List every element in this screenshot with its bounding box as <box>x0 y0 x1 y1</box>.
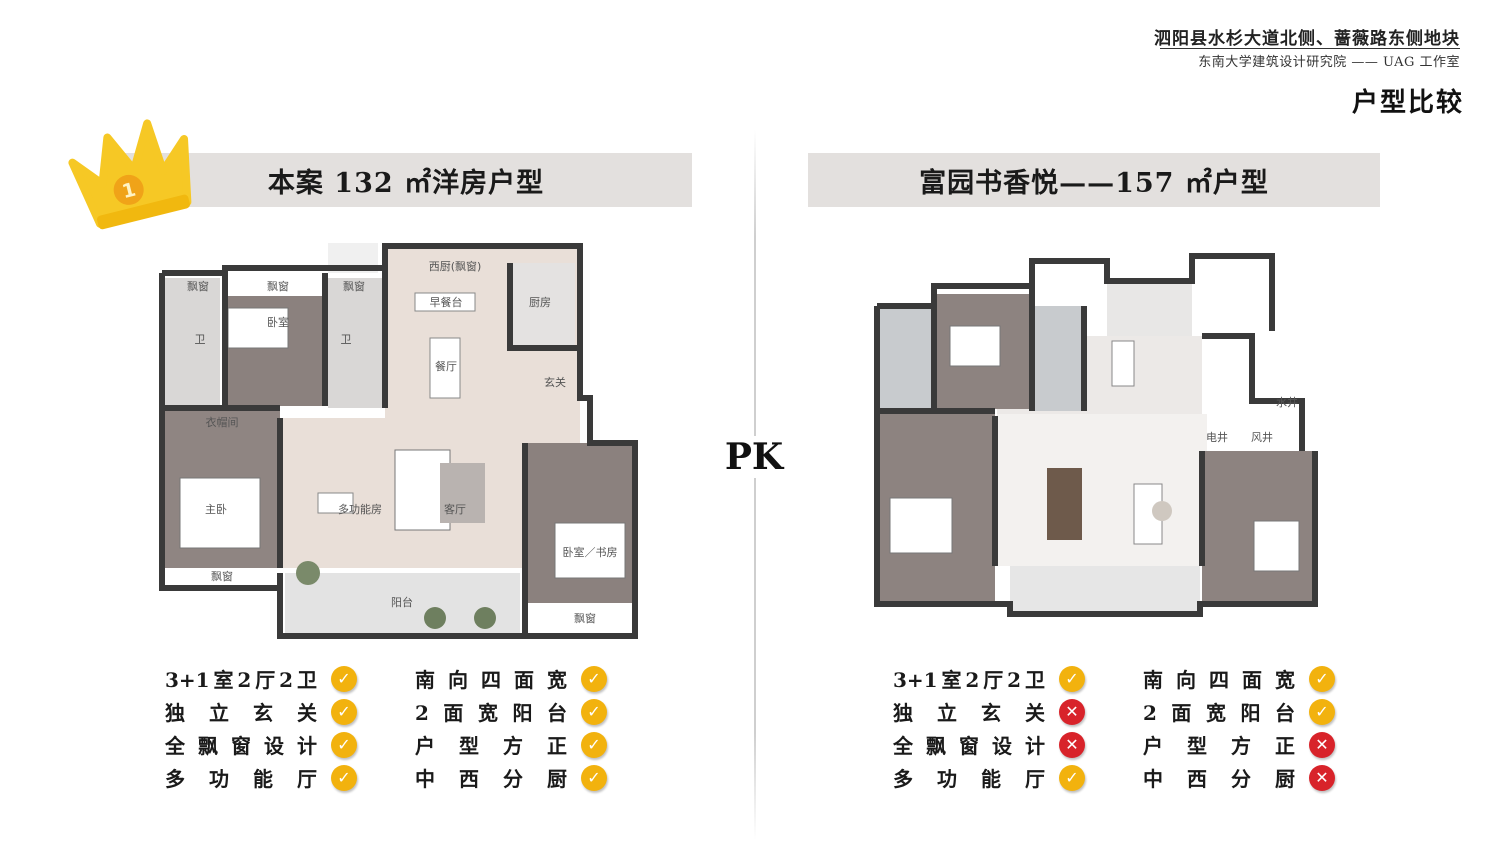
cross-icon: ✕ <box>1059 698 1085 725</box>
check-icon: ✓ <box>581 764 607 791</box>
left-label-bath-2: 卫 <box>341 333 352 346</box>
left-plan-title: 本案 132 ㎡洋房户型 <box>267 167 545 199</box>
check-icon: ✓ <box>1309 698 1335 725</box>
feature-text: 多功能厅 <box>165 767 317 791</box>
right-feature-item: 中西分厨 ✕ <box>1143 764 1343 791</box>
right-label-water-shaft: 水井 <box>1276 395 1298 409</box>
right-feature-item: 3+1室2厅2卫 ✓ <box>893 665 1123 692</box>
left-label-bay-window-1: 飘窗 <box>187 279 209 293</box>
feature-text: 南向四面宽 <box>1143 668 1295 692</box>
feature-text: 3+1室2厅2卫 <box>165 668 317 692</box>
left-feature-list: 3+1室2厅2卫 ✓ 南向四面宽 ✓ 独立玄关 ✓ 2面宽阳台 ✓ 全飘窗设计 ✓ 户型方… <box>165 665 615 791</box>
check-icon: ✓ <box>331 764 357 791</box>
left-label-closet: 衣帽间 <box>206 415 239 429</box>
feature-text: 中西分厨 <box>1143 767 1295 791</box>
right-floor-plan: 电井 风井 水井 <box>874 253 1318 617</box>
left-label-western-kitchen-name: 西厨 <box>429 260 451 273</box>
left-label-bay-window-2: 飘窗 <box>267 279 289 293</box>
right-feature-item: 多功能厅 ✓ <box>893 764 1123 791</box>
project-name: 泗阳县水杉大道北侧、蔷薇路东侧地块 <box>1154 29 1460 49</box>
left-feature-item: 3+1室2厅2卫 ✓ <box>165 665 395 692</box>
check-icon: ✓ <box>1059 665 1085 692</box>
right-feature-list: 3+1室2厅2卫 ✓ 南向四面宽 ✓ 独立玄关 ✕ 2面宽阳台 ✓ 全飘窗设计 ✕ 户型方… <box>893 665 1343 791</box>
left-feature-item: 中西分厨 ✓ <box>415 764 615 791</box>
left-label-master-bedroom: 主卧 <box>205 503 227 516</box>
check-icon: ✓ <box>581 731 607 758</box>
check-icon: ✓ <box>581 665 607 692</box>
left-label-bay-window-5: 飘窗 <box>574 611 596 625</box>
right-feature-item: 独立玄关 ✕ <box>893 698 1123 725</box>
left-label-kitchen: 厨房 <box>529 296 551 309</box>
crown-icon: 1 <box>68 119 192 230</box>
left-label-breakfast-bar: 早餐台 <box>430 295 463 309</box>
check-icon: ✓ <box>331 665 357 692</box>
crown-number: 1 <box>120 179 138 204</box>
right-feature-item: 户型方正 ✕ <box>1143 731 1343 758</box>
check-icon: ✓ <box>331 731 357 758</box>
left-label-bath-1: 卫 <box>195 333 206 346</box>
left-feature-item: 独立玄关 ✓ <box>165 698 395 725</box>
right-plan-title: 富园书香悦——157 ㎡户型 <box>919 167 1269 199</box>
left-label-western-kitchen-bay: 飘窗 <box>455 259 477 273</box>
feature-text: 独立玄关 <box>165 701 317 725</box>
left-label-multi-function: 多功能房 <box>338 502 382 516</box>
check-icon: ✓ <box>331 698 357 725</box>
feature-text: 全飘窗设计 <box>893 734 1045 758</box>
feature-text: 独立玄关 <box>893 701 1045 725</box>
left-label-balcony: 阳台 <box>391 595 413 609</box>
designer-credit: 东南大学建筑设计研究院 —— UAG 工作室 <box>1198 55 1460 70</box>
right-feature-item: 全飘窗设计 ✕ <box>893 731 1123 758</box>
page-title: 户型比较 <box>1351 88 1464 118</box>
center-divider <box>754 130 756 840</box>
check-icon: ✓ <box>1059 764 1085 791</box>
left-label-entry: 玄关 <box>544 375 566 389</box>
right-feature-item: 南向四面宽 ✓ <box>1143 665 1343 692</box>
cross-icon: ✕ <box>1309 764 1335 791</box>
left-floor-plan: 飘窗 飘窗 飘窗 卫 卧室 卫 衣帽间 主卧 飘窗 西厨(飘窗) 早餐台 餐厅 … <box>159 243 638 639</box>
check-icon: ✓ <box>1309 665 1335 692</box>
left-feature-item: 2面宽阳台 ✓ <box>415 698 615 725</box>
left-feature-item: 户型方正 ✓ <box>415 731 615 758</box>
feature-text: 3+1室2厅2卫 <box>893 668 1045 692</box>
feature-text: 全飘窗设计 <box>165 734 317 758</box>
left-plan-banner: 本案 132 ㎡洋房户型 <box>120 153 692 207</box>
left-label-dining: 餐厅 <box>435 359 457 373</box>
cross-icon: ✕ <box>1059 731 1085 758</box>
cross-icon: ✕ <box>1309 731 1335 758</box>
feature-text: 多功能厅 <box>893 767 1045 791</box>
left-label-bay-window-3: 飘窗 <box>343 279 365 293</box>
right-label-electric-shaft: 电井 <box>1206 430 1228 444</box>
feature-text: 中西分厨 <box>415 767 567 791</box>
right-label-wind-shaft: 风井 <box>1251 430 1273 444</box>
right-feature-item: 2面宽阳台 ✓ <box>1143 698 1343 725</box>
feature-text: 户型方正 <box>415 734 567 758</box>
feature-text: 户型方正 <box>1143 734 1295 758</box>
left-feature-item: 南向四面宽 ✓ <box>415 665 615 692</box>
left-label-bay-window-4: 飘窗 <box>211 569 233 583</box>
check-icon: ✓ <box>581 698 607 725</box>
feature-text: 2面宽阳台 <box>415 701 567 725</box>
right-plan-banner: 富园书香悦——157 ㎡户型 <box>808 153 1380 207</box>
left-label-bedroom-study: 卧室／书房 <box>563 545 618 559</box>
left-feature-item: 多功能厅 ✓ <box>165 764 395 791</box>
feature-text: 2面宽阳台 <box>1143 701 1295 725</box>
feature-text: 南向四面宽 <box>415 668 567 692</box>
pk-label: PK <box>722 436 786 478</box>
header-rule <box>1160 48 1460 49</box>
left-feature-item: 全飘窗设计 ✓ <box>165 731 395 758</box>
left-label-living: 客厅 <box>444 502 466 516</box>
left-label-bedroom: 卧室 <box>267 315 289 329</box>
left-label-western-kitchen: 西厨(飘窗) <box>429 259 482 273</box>
